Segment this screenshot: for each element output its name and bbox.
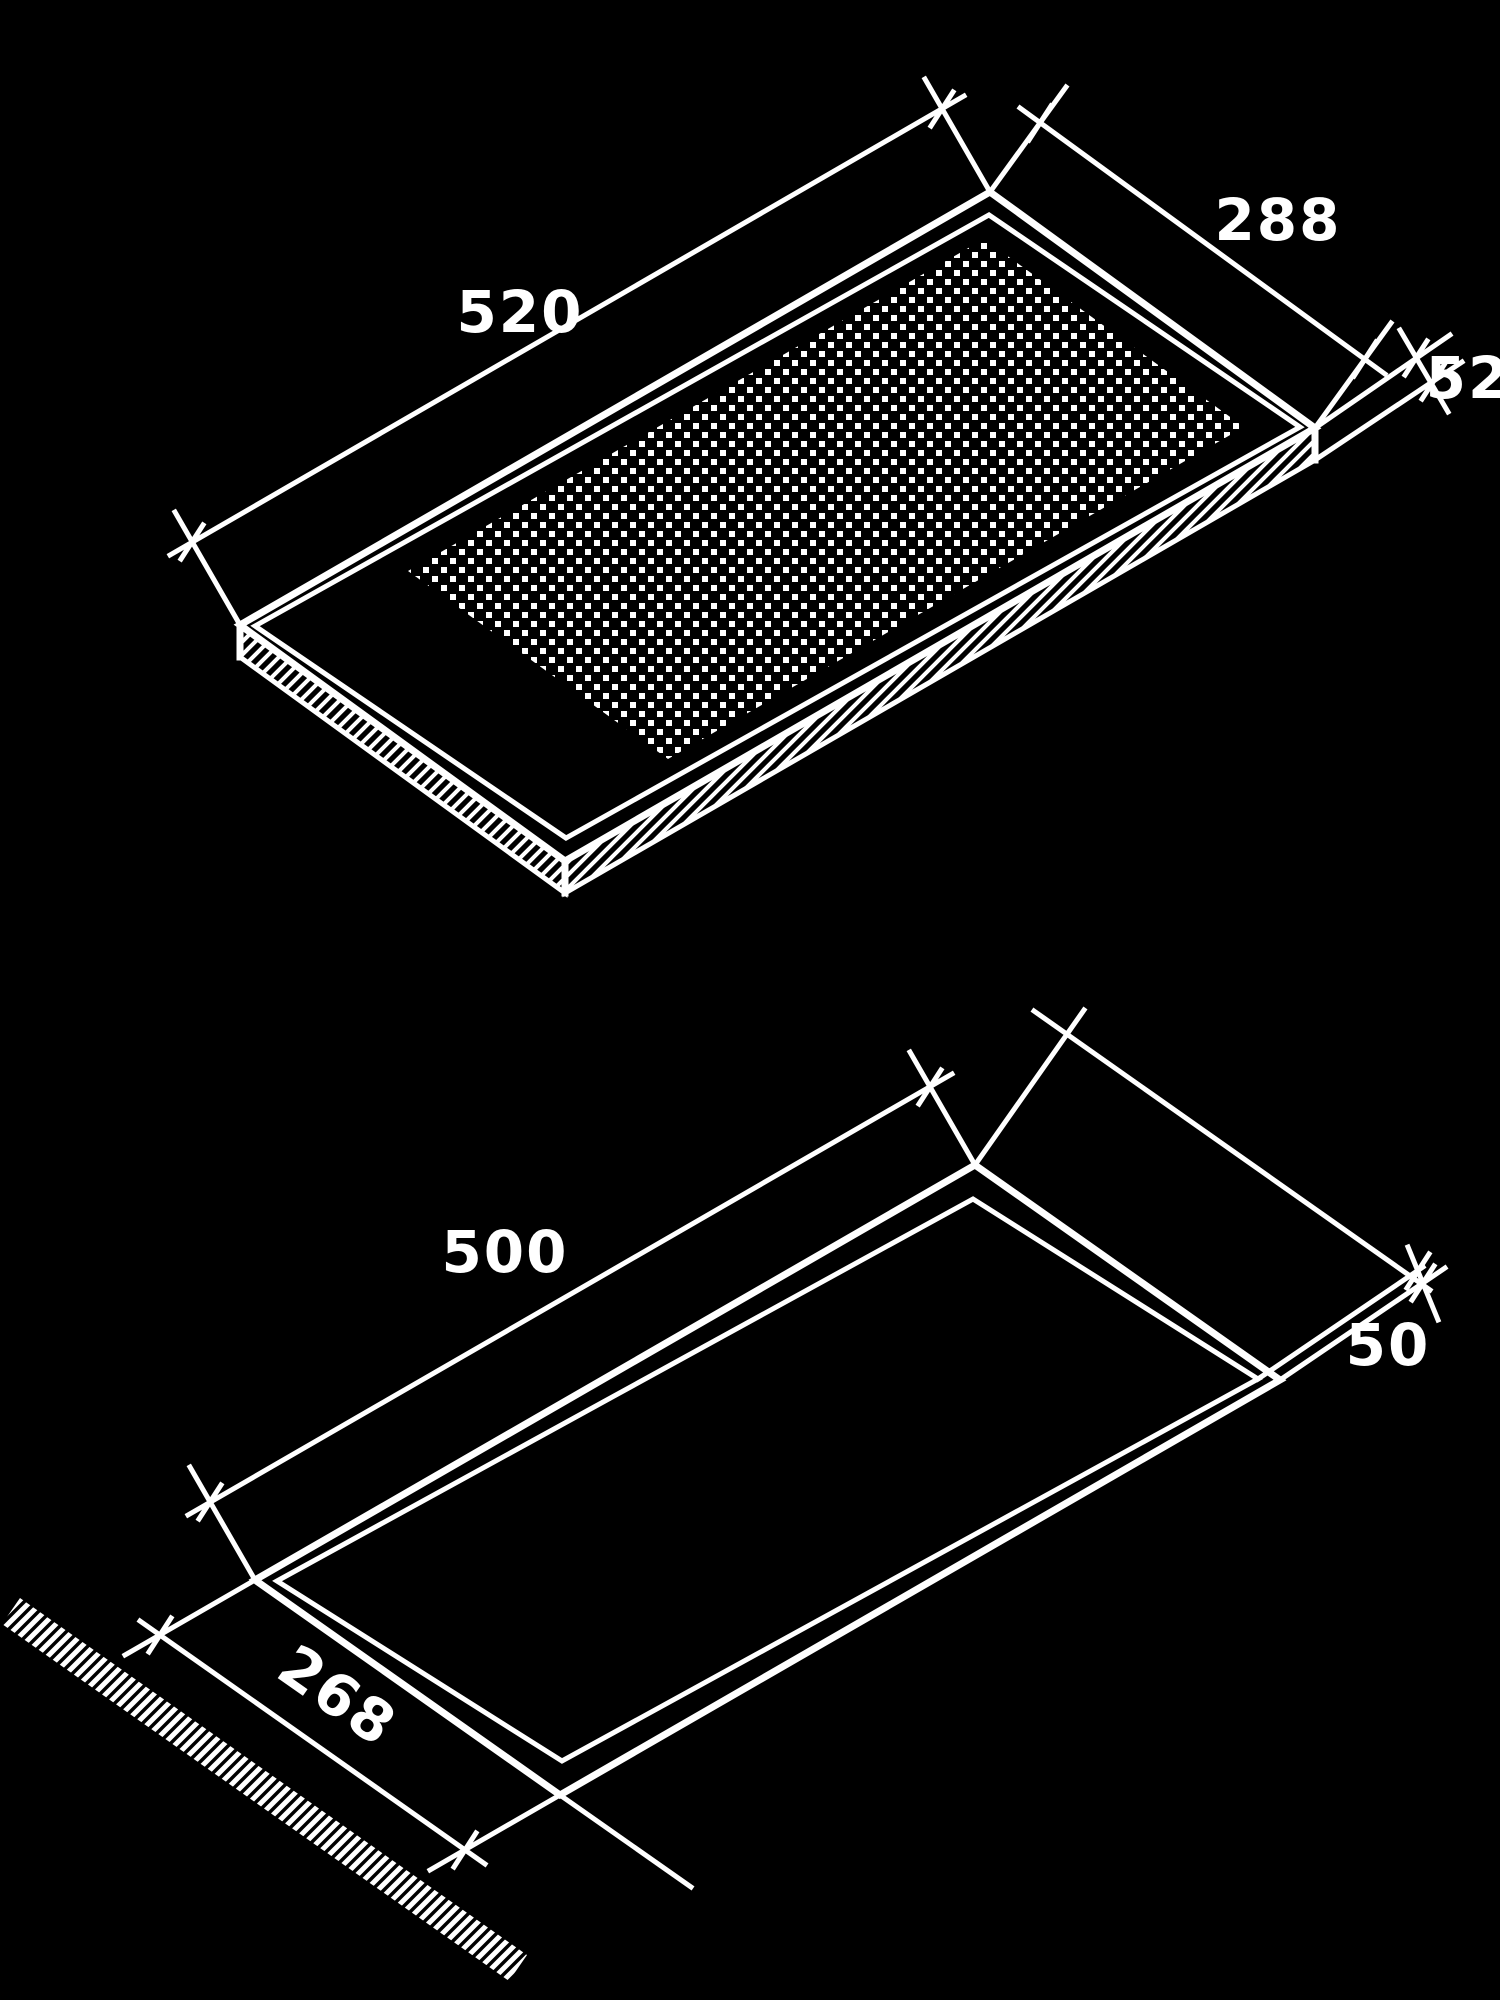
- hob-figure: 520 288 52: [166, 75, 1500, 898]
- extension-line: [1254, 1263, 1427, 1383]
- hob-cooking-surface-dotted: [408, 239, 1244, 759]
- hob-width-dimension-label: 520: [456, 278, 583, 346]
- hob-depth-dimension-label: 288: [1214, 186, 1341, 254]
- extension-line: [426, 1791, 564, 1874]
- extension-line: [1311, 331, 1454, 432]
- extension-line: [556, 1791, 695, 1891]
- hob-height-dimension: 52: [1311, 326, 1500, 464]
- hob-width-dimension: 520: [166, 75, 994, 629]
- dimension-line: [166, 92, 968, 559]
- dimension-tick: [915, 1066, 945, 1108]
- worktop-edge-hatch-band: [2, 1598, 527, 1981]
- dimension-tick: [1418, 361, 1448, 403]
- dimension-line: [184, 1070, 956, 1519]
- cutout-figure: 500 50 268: [2, 1006, 1449, 1981]
- dimension-line: [136, 1617, 489, 1868]
- extension-line: [1276, 1264, 1449, 1384]
- extension-line: [186, 1463, 259, 1584]
- dimension-tick: [1025, 102, 1055, 144]
- dimension-tick: [450, 1829, 480, 1871]
- extension-line: [906, 1048, 979, 1169]
- cutout-clearance-dimension: 50: [971, 1006, 1449, 1384]
- cutout-clearance-dimension-label: 50: [1346, 1311, 1431, 1379]
- extension-line: [121, 1576, 259, 1659]
- dimension-tick: [1403, 1250, 1433, 1292]
- hob-depth-dimension: 288: [986, 83, 1395, 432]
- dimension-tick: [177, 521, 207, 563]
- dimension-tick: [195, 1481, 225, 1523]
- extension-line: [971, 1006, 1088, 1169]
- cutout-outer-outline: [248, 1160, 1287, 1800]
- dimension-tick: [145, 1614, 175, 1656]
- hob-side-face-left-hatch: [237, 620, 568, 898]
- dimension-tick: [1401, 337, 1431, 379]
- extension-line: [171, 508, 244, 629]
- dimension-line: [1396, 326, 1452, 416]
- dimension-tick: [927, 88, 957, 130]
- dimension-tick: [1350, 338, 1380, 380]
- hob-height-dimension-label: 52: [1426, 344, 1500, 412]
- dimension-tick: [1408, 1262, 1438, 1304]
- hob-top-inner-frame: [250, 212, 1305, 841]
- extension-line: [1030, 1007, 1434, 1294]
- cutout-width-dimension-label: 500: [441, 1218, 568, 1286]
- dimension-line: [1016, 104, 1389, 378]
- cutout-width-dimension: 500: [184, 1048, 979, 1584]
- extension-line: [921, 75, 994, 196]
